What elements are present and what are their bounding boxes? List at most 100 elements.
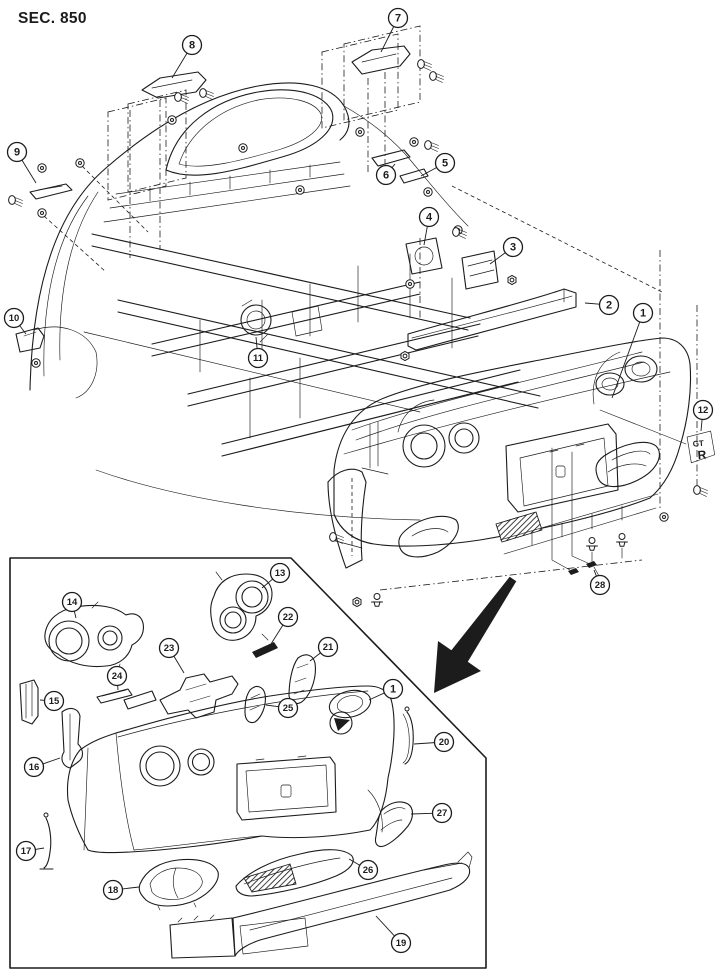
svg-text:23: 23: [164, 643, 175, 654]
callout-18: 18: [102, 879, 124, 901]
lower-trim-sketches: [138, 801, 414, 911]
callout-4: 4: [418, 206, 440, 228]
leader-line: [391, 163, 396, 168]
leader-line: [593, 569, 597, 577]
leader-line: [261, 578, 273, 589]
body-structure-sketch: [29, 25, 698, 521]
svg-text:7: 7: [395, 13, 401, 25]
leader-line: [35, 847, 45, 850]
leader-line: [73, 611, 77, 619]
leader-line: [489, 252, 506, 265]
svg-text:18: 18: [108, 885, 119, 896]
callout-15: 15: [43, 690, 65, 712]
leader-line: [348, 858, 361, 866]
svg-text:14: 14: [67, 597, 78, 608]
callout-25: 25: [277, 697, 299, 719]
callout-8: 8: [181, 34, 203, 56]
svg-text:21: 21: [323, 642, 334, 653]
svg-text:11: 11: [253, 353, 264, 364]
svg-text:20: 20: [439, 737, 450, 748]
bumper-fascia-sketch: [327, 337, 692, 591]
leader-line: [19, 325, 27, 335]
taillight-housing-sketches: [44, 571, 273, 673]
inset-detail-view: 13 14 15 16 17 18 19 20 21 22 23 24 25 26 27 1: [9, 557, 517, 969]
fastener-glyphs: [8, 59, 708, 608]
leader-line: [380, 26, 395, 53]
svg-text:6: 6: [383, 170, 389, 182]
emblem-line2: R: [697, 447, 707, 462]
leader-line: [423, 226, 428, 246]
leader-line: [21, 159, 37, 184]
diffuser-sketch: [169, 851, 473, 959]
leader-line: [700, 419, 703, 432]
callout-22: 22: [277, 606, 299, 628]
leader-line: [584, 302, 600, 305]
svg-text:8: 8: [189, 40, 195, 52]
svg-text:27: 27: [437, 808, 448, 819]
callout-12: 12: [692, 399, 714, 421]
callout-24: 24: [106, 665, 128, 687]
callout-23: 23: [158, 637, 180, 659]
callout-5: 5: [434, 152, 456, 174]
callout-13: 13: [269, 562, 291, 584]
callout-10: 10: [3, 307, 25, 329]
callout-3: 3: [502, 236, 524, 258]
inset-border: [9, 557, 487, 969]
callout-16: 16: [23, 756, 45, 778]
svg-text:12: 12: [698, 405, 709, 416]
leader-line: [420, 167, 437, 177]
crash-beam-sketch: [407, 288, 577, 351]
svg-text:17: 17: [21, 846, 32, 857]
callout-20: 20: [433, 731, 455, 753]
callout-17: 17: [15, 840, 37, 862]
leader-line: [173, 655, 185, 674]
leader-line: [413, 742, 435, 745]
leader-line: [368, 692, 385, 701]
leader-line: [375, 915, 395, 937]
callout-14: 14: [61, 591, 83, 613]
direction-arrow: [434, 576, 517, 693]
callout-1: 1: [382, 678, 404, 700]
svg-text:5: 5: [442, 158, 448, 170]
callout-markers-inset: 13 14 15 16 17 18 19 20 21 22 23 24 25 26 27 1: [15, 562, 455, 954]
svg-text:10: 10: [9, 313, 20, 324]
callout-19: 19: [390, 932, 412, 954]
callout-28: 28: [589, 574, 611, 596]
leader-line: [410, 812, 433, 815]
leader-line: [171, 52, 188, 79]
callout-21: 21: [317, 636, 339, 658]
svg-text:15: 15: [49, 696, 60, 707]
gtr-emblem: GT R: [686, 430, 716, 464]
leader-line: [42, 757, 61, 765]
svg-text:28: 28: [595, 580, 606, 591]
leader-line: [255, 336, 258, 349]
svg-text:25: 25: [283, 703, 294, 714]
callout-9: 9: [6, 141, 28, 163]
callout-1: 1: [632, 302, 654, 324]
leader-line: [122, 886, 140, 890]
leader-line: [270, 624, 284, 645]
svg-text:4: 4: [426, 212, 433, 224]
callout-26: 26: [357, 859, 379, 881]
svg-text:1: 1: [640, 308, 646, 320]
svg-text:26: 26: [363, 865, 374, 876]
inset-fascia-sketch: [66, 685, 395, 854]
stay-sketches: [39, 706, 414, 870]
svg-text:1: 1: [390, 684, 396, 696]
section-title: SEC. 850: [18, 10, 87, 27]
svg-text:13: 13: [275, 568, 286, 579]
svg-text:22: 22: [283, 612, 294, 623]
leader-line: [309, 652, 321, 662]
inset-bracket-sketches: [19, 642, 316, 769]
svg-text:9: 9: [14, 147, 20, 159]
bracket-sketches: [15, 45, 499, 353]
callout-11: 11: [247, 347, 269, 369]
svg-text:19: 19: [396, 938, 407, 949]
svg-text:2: 2: [606, 300, 612, 312]
callout-27: 27: [431, 802, 453, 824]
svg-text:24: 24: [112, 671, 123, 682]
